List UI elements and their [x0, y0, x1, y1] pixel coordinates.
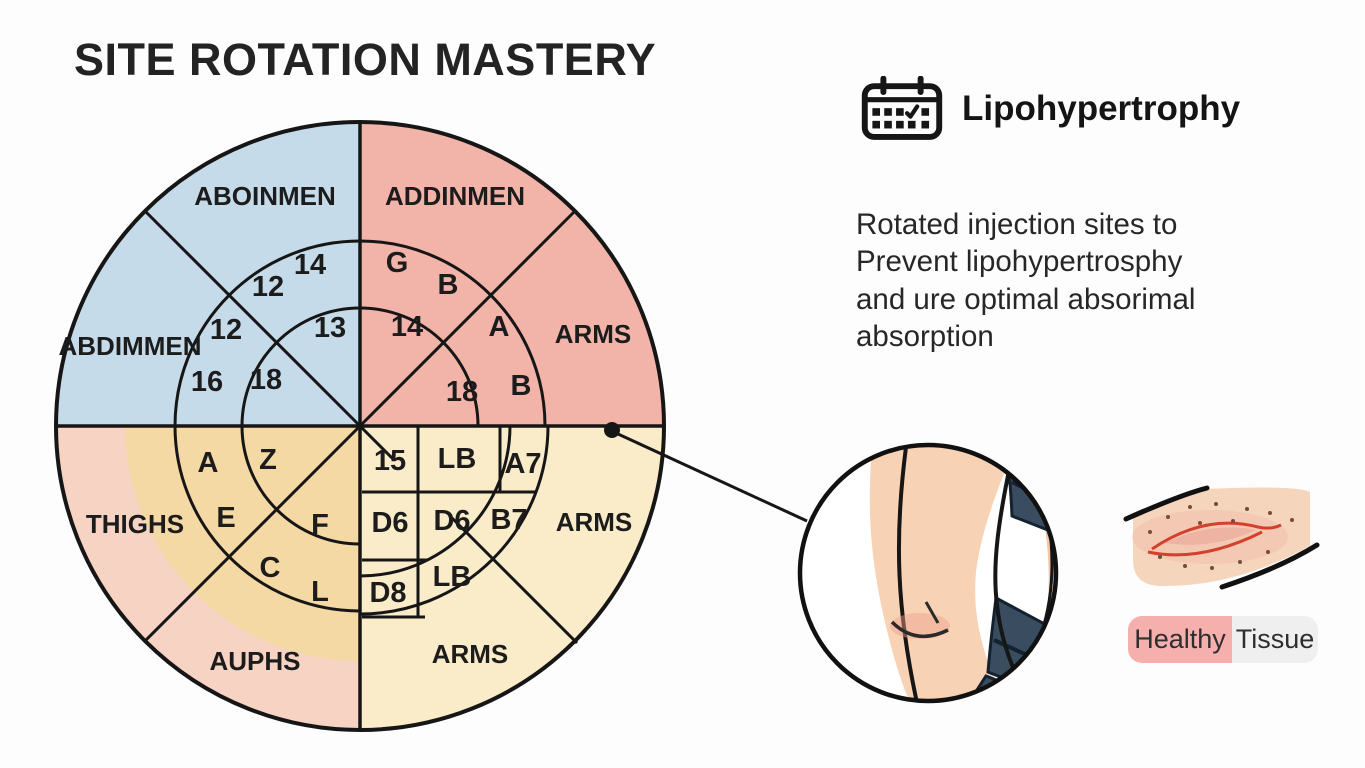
wheel-cell: LB: [433, 561, 472, 593]
wheel-cell: Z: [259, 444, 277, 476]
section-label-tl-top: ABOINMEN: [194, 181, 336, 211]
wheel-cell: D6: [433, 505, 470, 537]
info-heading: Lipohypertrophy: [962, 89, 1241, 128]
wheel-cell: A: [489, 311, 510, 343]
paragraph-line: absorption: [856, 320, 994, 354]
wheel-cell: G: [386, 247, 409, 279]
lesion-line-upper: [1151, 521, 1282, 551]
calendar-icon: [861, 76, 943, 140]
inset-circle-outline: [797, 442, 1059, 704]
wheel-cell: 18: [446, 376, 478, 408]
section-label-tl-left: ABDIMMEN: [59, 331, 202, 361]
wheel-cell: 12: [210, 314, 242, 346]
wheel-cell: 18: [250, 364, 282, 396]
wheel-cell: 12: [252, 271, 284, 303]
skin-top-outline: [1123, 485, 1210, 522]
wheel-cell: C: [260, 552, 281, 584]
lesion-fill: [1165, 527, 1256, 545]
wheel-outer-circle: [54, 120, 666, 732]
paragraph-line: and ure optimal absorimal: [856, 282, 1196, 316]
br-grid-lines: [362, 427, 536, 619]
arm-inset-illustration: [797, 442, 1059, 704]
wheel-cell: E: [216, 502, 235, 534]
wheel-cell: D8: [369, 577, 406, 609]
wheel-cell: 13: [314, 312, 346, 344]
diagonal-bottom-right-short: [358, 424, 396, 462]
wheel-cell: 16: [191, 366, 223, 398]
page-title: SITE ROTATION MASTERY: [74, 34, 657, 85]
section-label-bl-left: THIGHS: [86, 509, 184, 539]
wheel-cell: D6: [371, 507, 408, 539]
diagonal-top-right: [358, 209, 577, 428]
wheel-cell: LB: [438, 443, 477, 475]
wheel-cell: 14: [294, 249, 326, 281]
wheel-cell: F: [311, 509, 329, 541]
skin-bottom-outline: [1219, 542, 1320, 590]
skin-dots: [1148, 502, 1294, 570]
wheel-cell: B: [511, 370, 532, 402]
wheel-cell: B: [438, 269, 459, 301]
wheel-cell: 15: [374, 445, 406, 477]
section-label-tr-right: ARMS: [555, 319, 632, 349]
diagonal-bottom-left: [143, 424, 362, 643]
tissue-legend: Healthy Tissue: [1128, 616, 1318, 663]
lesion-line-lower: [1147, 530, 1263, 557]
diagonal-top-left: [143, 209, 362, 428]
lipohypertrophy-skin-illustration: [1123, 485, 1320, 590]
section-label-tr-top: ADDINMEN: [385, 181, 525, 211]
injection-dimple-mark: [924, 601, 940, 624]
callout-dot: [604, 422, 620, 438]
rotation-wheel: ABOINMEN ADDINMEN ABDIMMEN ARMS THIGHS A…: [54, 120, 666, 732]
diagonal-bottom-right: [450, 516, 579, 645]
section-label-br-right: ARMS: [556, 507, 633, 537]
wheel-cell: A: [198, 447, 219, 479]
wheel-cell: B7: [490, 504, 527, 536]
info-paragraph: Rotated injection sites to Prevent lipoh…: [856, 206, 1195, 356]
arm-left-outline: [896, 447, 919, 699]
paragraph-line: Prevent lipohypertrosphy: [856, 245, 1183, 279]
section-label-br-bottom: ARMS: [432, 639, 509, 669]
legend-tissue-label: Tissue: [1232, 616, 1318, 663]
wheel-cell: A7: [504, 448, 541, 480]
wheel-cell: 14: [391, 311, 423, 343]
section-label-bl-bottom: AUPHS: [209, 646, 300, 676]
injection-dimple: [890, 620, 949, 639]
paragraph-line: Rotated injection sites to: [856, 208, 1178, 241]
info-heading-row: Lipohypertrophy: [858, 76, 1240, 142]
wheel-cell: L: [311, 576, 329, 608]
callout-connector-line: [617, 432, 808, 523]
legend-healthy-label: Healthy: [1128, 616, 1232, 663]
